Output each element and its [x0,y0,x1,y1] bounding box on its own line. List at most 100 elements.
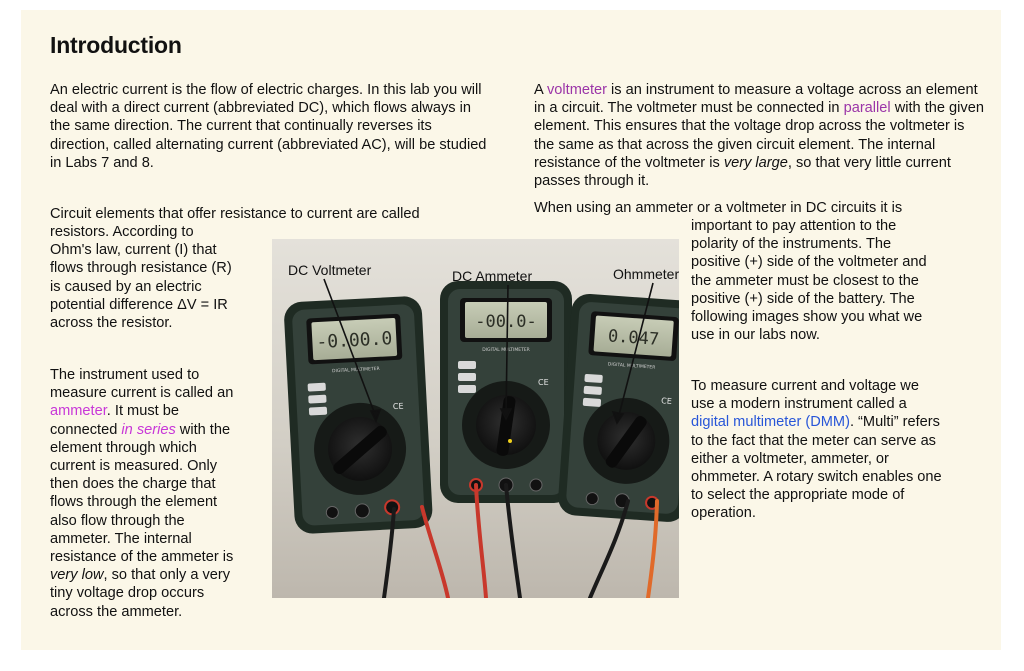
intro-paragraph: An electric current is the flow of elect… [50,82,487,171]
black-lead [504,483,522,598]
lcd-display [465,302,547,338]
test-leads [382,483,659,598]
label-dc-ammeter: DC Ammeter [452,268,532,284]
text-line: Ohm's law, current (I) that [50,242,217,259]
polarity-paragraph: important to pay attention to the polari… [691,217,991,344]
arrowhead-icon [369,409,382,424]
label-pointers [323,278,654,425]
func-button-icon [458,373,476,381]
arrowhead-icon [611,410,625,425]
pointer-line [617,282,654,420]
ammeter-link[interactable]: ammeter [50,403,107,420]
black-lead [382,507,396,598]
parallel-link[interactable]: parallel [843,100,891,117]
emphasis-very-low: very low [50,567,104,584]
black-lead [588,499,630,598]
multimeters-photo: -0.00.0 DIGITAL MULTIMETER CE -00.0- [272,239,679,598]
text-line: ammeter. It must be [50,402,272,420]
a-jack-icon [325,505,339,519]
text-line: is caused by an electric [50,278,202,295]
text-line: across the resistor. [50,315,173,332]
resistors-paragraph: resistors. According to Ohm's law, curre… [50,223,265,332]
range-button-icon [308,406,328,416]
text-span: . It must be [106,403,179,420]
text-line: element through which [50,439,197,456]
range-button-icon [458,385,476,393]
red-lead [420,505,450,598]
dial-indicator [508,439,512,443]
dc-voltmeter-meter: -0.00.0 DIGITAL MULTIMETER CE [284,296,433,534]
func-button-icon [583,385,602,395]
text-line: then does the charge that [50,476,216,493]
label-dc-voltmeter: DC Voltmeter [288,262,372,278]
text-line: The instrument used to [50,367,200,383]
text-line: connected in series with the [50,421,272,439]
lab-document-page: Introduction An electric current is the … [21,10,1001,650]
ce-mark: CE [393,402,404,412]
brand-text: DIGITAL MULTIMETER [332,366,380,374]
red-lead [474,483,488,598]
pointer-line [323,278,377,418]
emphasis-very-large: very large [723,154,788,171]
text-line: ohmmeter. A rotary switch enables one [691,469,942,486]
text-span: . “Multi” refers [849,414,940,431]
brand-text: DIGITAL MULTIMETER [482,347,530,353]
polarity-paragraph-line1: When using an ammeter or a voltmeter in … [534,200,903,216]
lcd-display [593,315,674,357]
hold-button-icon [458,361,476,369]
text-line: ammeter. The internal [50,530,192,547]
text-span: , so that only a very [103,567,231,584]
text-line: important to pay attention to the [691,218,897,234]
dmm-paragraph: To measure current and voltage we use a … [691,377,991,523]
text-line: also flow through the [50,512,185,529]
text-line: use in our labs now. [691,327,820,344]
voltmeter-link[interactable]: voltmeter [546,82,607,98]
func-button-icon [308,394,327,404]
text-line: resistance of the ammeter is [50,549,234,566]
orange-lead [646,499,659,598]
text-line: flows through the element [50,494,218,511]
ce-mark: CE [661,396,672,406]
text-line: operation. [691,505,756,522]
arrowhead-icon [499,408,513,421]
in-series-link[interactable]: in series [121,421,176,438]
text-line: current is measured. Only [50,458,218,475]
hold-button-icon [307,382,326,392]
multimeters-illustration: -0.00.0 DIGITAL MULTIMETER CE -00.0- [272,239,679,598]
voltmeter-paragraph: A voltmeter is an instrument to measure … [534,81,984,190]
display-reading: -0.00.0 [316,328,393,353]
text-line: positive (+) side of the battery. The [691,290,915,307]
pointer-line [505,284,509,416]
page-title: Introduction [50,32,182,58]
text-line: tiny voltage drop occurs [50,585,205,602]
text-line: measure current is called an [50,385,234,402]
text-line: to select the appropriate mode of [691,487,905,504]
text-span: with the [175,421,231,438]
text-line: either a voltmeter, ammeter, or [691,450,889,467]
text-line: flows through resistance (R) [50,260,232,277]
label-ohmmeter: Ohmmeter [613,266,679,282]
resistors-paragraph-line1: Circuit elements that offer resistance t… [50,206,420,222]
display-reading: -00.0- [475,312,536,332]
text-line: across the ammeter. [50,603,183,620]
text-span: connected [50,421,122,438]
ohmmeter-meter: 0.047 DIGITAL MULTIMETER CE [558,293,679,522]
text-line: the ammeter must be closest to the [691,272,919,289]
text-span: with the given element. This ensures tha… [534,100,984,171]
ce-mark: CE [538,378,549,387]
com-jack-icon [354,503,370,519]
text-line: To measure current and voltage we [691,378,919,394]
dial-knob [605,416,647,468]
ammeter-paragraph: The instrument used to measure current i… [50,366,272,621]
lcd-display [311,318,398,361]
v-jack-icon [529,478,543,492]
text-span: , so that very little current passes thr… [534,154,951,190]
dmm-link[interactable]: digital multimeter (DMM) [691,414,850,431]
text-line: following images show you what we [691,309,923,326]
text-line: use a modern instrument called a [691,396,907,413]
a-jack-icon [585,492,599,506]
text-span: A [534,82,547,98]
text-line: potential difference ΔV = IR [50,296,228,313]
text-line: digital multimeter (DMM). “Multi” refers [691,413,991,431]
range-button-icon [582,397,602,407]
